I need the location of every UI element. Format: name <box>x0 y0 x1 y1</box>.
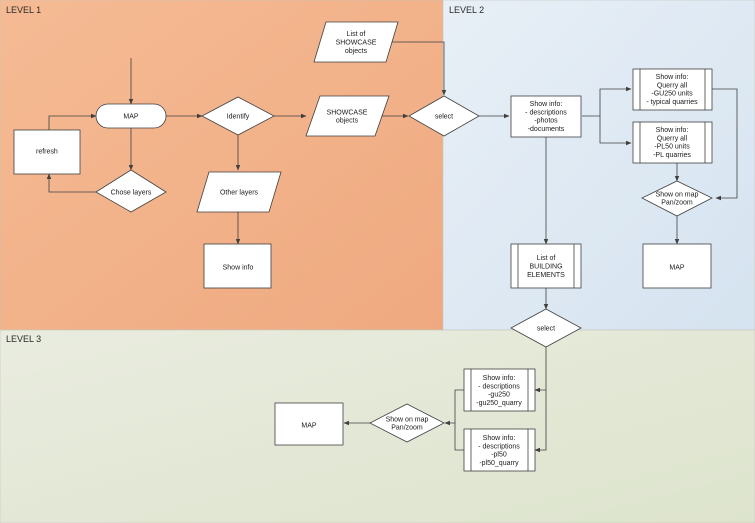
node-map-l3: MAP <box>274 402 344 446</box>
select-l2-label-line: select <box>435 114 453 121</box>
node-identify: Identify <box>201 96 275 136</box>
node-show-info-l1: Show info <box>203 243 272 289</box>
arrow-chose-layers-to-refresh <box>46 173 96 193</box>
show-info-pl50-label-line: -PL50 units <box>654 144 690 151</box>
showcase-objects-label-line: objects <box>336 118 359 125</box>
show-info-gu250-label-line: -GU250 units <box>651 91 693 98</box>
show-info-gu250-label-line: Querry all <box>657 82 688 89</box>
map-l1-label-line: MAP <box>123 114 139 121</box>
list-showcase-label-line: List of <box>347 31 366 38</box>
list-showcase-label-line: SHOWCASE <box>336 40 377 47</box>
node-map-l2: MAP <box>642 243 712 289</box>
show-info-l2-label-line: -documents <box>528 126 565 133</box>
arrow-list-showcase-to-select <box>390 41 447 96</box>
map-l3-label: MAP <box>301 423 317 430</box>
refresh-label-line: refresh <box>36 149 58 156</box>
map-l3-label-line: MAP <box>301 423 317 430</box>
show-info-l1-label: Show info <box>223 265 254 272</box>
show-on-map-l3-label-line: Show on map <box>386 416 429 423</box>
show-info-l2-label: Show info:- descriptions -photos-document… <box>525 101 567 133</box>
show-info-gu250-label-line: Show info: <box>656 74 689 81</box>
arrow-show-info-to-pl50 <box>599 116 632 146</box>
chose-layers-label: Chose layers <box>111 190 152 197</box>
arrow-l3a-to-show-on-map <box>444 389 464 426</box>
show-info-l3a-label-line: - descriptions <box>478 383 520 390</box>
show-info-gu250-label: Show info:Querry all -GU250 units- typica… <box>646 74 698 106</box>
show-info-pl50-label-line: -PL quarries <box>653 152 691 159</box>
list-showcase-label-line: objects <box>345 48 368 55</box>
show-info-pl50-label-line: Show info: <box>656 127 689 134</box>
node-show-info-gu250: Show info:Querry all -GU250 units- typica… <box>632 68 713 111</box>
node-select-l2: select <box>408 95 480 137</box>
arrow-show-info-to-gu250 <box>582 86 632 117</box>
show-info-l3b-label-line: - descriptions <box>478 443 520 450</box>
map-l1-label: MAP <box>123 114 139 121</box>
show-info-l3b-label-line: Show info: <box>483 435 516 442</box>
level2-label: LEVEL 2 <box>449 5 484 15</box>
node-other-layers: Other layers <box>196 171 282 213</box>
show-on-map-l3-label-line: Pan/zoom <box>391 425 423 432</box>
chose-layers-label-line: Chose layers <box>111 190 152 197</box>
select-l3-label-line: select <box>537 326 555 333</box>
show-info-l2-label-line: Show info: <box>530 101 563 108</box>
show-info-l3a-label-line: -gu250 <box>488 392 510 399</box>
showcase-objects-label: SHOWCASE objects <box>327 109 368 124</box>
show-info-l2-label-line: -photos <box>534 118 558 125</box>
show-info-l3b-label: Show info:- descriptions -pl50-pl50_quarr… <box>478 435 520 467</box>
other-layers-label-line: Other layers <box>220 190 259 197</box>
show-info-pl50-label: Show info:Querry all -PL50 units-PL quarr… <box>653 127 691 159</box>
show-info-gu250-label-line: - typical quarries <box>646 99 698 106</box>
node-show-info-l3a: Show info:- descriptions -gu250-gu250_qua… <box>463 368 536 412</box>
arrow-refresh-to-map <box>48 113 97 130</box>
show-info-l1-label-line: Show info <box>223 265 254 272</box>
identify-label-line: Identify <box>227 114 250 121</box>
node-showcase-objects: SHOWCASE objects <box>305 95 390 137</box>
node-show-info-l2: Show info:- descriptions -photos-document… <box>510 95 582 138</box>
map-l2-label-line: MAP <box>669 265 685 272</box>
select-l2-label: select <box>435 114 453 121</box>
show-info-l3b-label-line: -pl50_quarry <box>479 460 519 467</box>
node-refresh: refresh <box>13 129 81 175</box>
other-layers-label: Other layers <box>220 190 259 197</box>
show-on-map-l2-label-line: Show on map <box>656 191 699 198</box>
show-info-l3b-label-line: -pl50 <box>491 452 507 459</box>
list-building-label-line: ELEMENTS <box>527 272 565 279</box>
list-building-label-line: BUILDING <box>529 264 562 271</box>
showcase-objects-label-line: SHOWCASE <box>327 109 368 116</box>
select-l3-label: select <box>537 326 555 333</box>
show-info-pl50-label-line: Querry all <box>657 135 688 142</box>
level1-label: LEVEL 1 <box>6 5 41 15</box>
show-on-map-l2-label-line: Pan/zoom <box>661 200 693 207</box>
show-info-l3a-label-line: -gu250_quarry <box>476 400 522 407</box>
show-info-l2-label-line: - descriptions <box>525 109 567 116</box>
node-map-l1: MAP <box>95 103 167 129</box>
connectors <box>46 41 738 453</box>
arrow-l3b-to-show-on-map <box>454 423 464 451</box>
identify-label: Identify <box>227 114 250 121</box>
arrow-gu250-to-show-on-map <box>712 88 738 201</box>
show-info-l3a-label-line: Show info: <box>483 375 516 382</box>
map-l2-label: MAP <box>669 265 685 272</box>
node-select-l3: select <box>510 308 582 348</box>
node-show-info-pl50: Show info:Querry all -PL50 units-PL quarr… <box>632 121 713 164</box>
level3-label: LEVEL 3 <box>6 334 41 344</box>
refresh-label: refresh <box>36 149 58 156</box>
arrow-select-to-show-info-l3b <box>534 390 547 453</box>
node-show-info-l3b: Show info:- descriptions -pl50-pl50_quarr… <box>463 428 536 472</box>
list-building-label-line: List of <box>537 255 556 262</box>
show-info-l3a-label: Show info:- descriptions -gu250-gu250_qua… <box>476 375 522 407</box>
node-chose-layers: Chose layers <box>95 169 167 213</box>
